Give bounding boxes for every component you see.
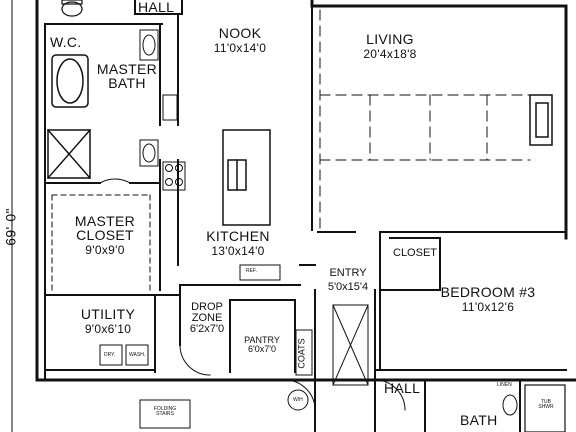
bedroom3-label: BEDROOM #3 11'0x12'6	[433, 285, 543, 313]
tub-shower-line1: TUB	[541, 399, 551, 405]
utility-label: UTILITY 9'0x6'10	[68, 307, 148, 335]
linen-label: LINEN	[497, 382, 512, 388]
fireplace	[529, 94, 553, 146]
master-bath-label: MASTER BATH	[92, 62, 162, 90]
kitchen-island	[222, 129, 271, 226]
ref-label: REF.	[246, 268, 257, 274]
closet-label: CLOSET	[393, 247, 438, 259]
coats-closet	[295, 329, 313, 376]
water-heater	[287, 389, 309, 411]
washer-dryer	[99, 344, 149, 366]
drop-zone-size: 6'2x7'0	[189, 323, 225, 335]
living-label: LIVING 20'4x18'8	[345, 32, 435, 60]
washer-label: WASH.	[129, 352, 146, 358]
utility-name: UTILITY	[80, 306, 136, 322]
entry-sidelight	[332, 304, 369, 386]
master-closet-label: MASTER CLOSET 9'0x9'0	[65, 214, 145, 256]
overall-dimension-label: 69'-0"	[2, 208, 19, 246]
hall-bath-lav	[502, 394, 518, 416]
master-bath-label-line2: BATH	[108, 75, 146, 91]
master-closet-line1: MASTER	[74, 213, 136, 229]
door-swings	[99, 178, 406, 411]
closet-shelves	[51, 194, 151, 291]
master-closet-size: 9'0x9'0	[85, 243, 125, 257]
bath-label: BATH	[460, 412, 498, 428]
coats-label: COATS	[296, 338, 307, 369]
living-size: 20'4x18'8	[363, 47, 417, 61]
entry-name: ENTRY	[329, 267, 367, 279]
kitchen-size: 13'0x14'0	[211, 244, 265, 258]
tub-shower-line2: SHWR	[538, 404, 554, 410]
utility-size: 9'0x6'10	[84, 322, 132, 336]
kitchen-name: KITCHEN	[206, 228, 270, 244]
living-name: LIVING	[366, 31, 414, 47]
water-heater-label: W/H	[293, 397, 303, 403]
nook-label: NOOK 11'0x14'0	[200, 26, 280, 54]
shower	[46, 128, 92, 180]
drop-zone-line1: DROP	[191, 301, 223, 313]
pantry-name: PANTRY	[244, 335, 280, 345]
interior-walls	[44, 0, 567, 432]
cooktop	[162, 161, 186, 191]
kitchen-label: KITCHEN 13'0x14'0	[198, 229, 278, 257]
toilet	[61, 0, 83, 17]
entry-size: 5'0x15'4	[327, 281, 369, 293]
bedroom3-size: 11'0x12'6	[461, 300, 515, 314]
folding-stairs-label: FOLDING STAIRS	[145, 407, 185, 417]
lavatory	[139, 29, 178, 121]
nook-name: NOOK	[218, 25, 262, 41]
dryer-label: DRY.	[104, 352, 116, 358]
folding-stairs-line1: FOLDING	[153, 406, 177, 412]
exterior-walls	[35, 0, 576, 382]
pantry-size: 6'0x7'0	[248, 344, 276, 354]
master-closet-line2: CLOSET	[76, 227, 134, 243]
wc-label: W.C.	[50, 34, 82, 50]
entry-label: ENTRY 5'0x15'4	[318, 268, 378, 293]
refrigerator	[239, 264, 281, 281]
folding-stairs-line2: STAIRS	[156, 411, 174, 417]
bathtub	[51, 54, 89, 108]
hall-top-label: HALL	[138, 0, 175, 15]
drop-zone-line2: ZONE	[191, 312, 223, 324]
drop-zone-label: DROP ZONE 6'2x7'0	[182, 302, 232, 335]
bedroom3-name: BEDROOM #3	[440, 284, 536, 300]
hall-bath-tub	[524, 384, 566, 432]
folding-stairs-box	[139, 399, 191, 429]
pantry-label: PANTRY 6'0x7'0	[234, 336, 290, 354]
kitchen-sink	[139, 139, 159, 167]
hall-bottom-label: HALL	[384, 380, 421, 396]
master-bath-label-line1: MASTER	[96, 61, 158, 77]
nook-size: 11'0x14'0	[213, 41, 267, 55]
tub-shower-label: TUB SHWR	[534, 400, 558, 410]
ceiling-beams	[319, 9, 531, 231]
